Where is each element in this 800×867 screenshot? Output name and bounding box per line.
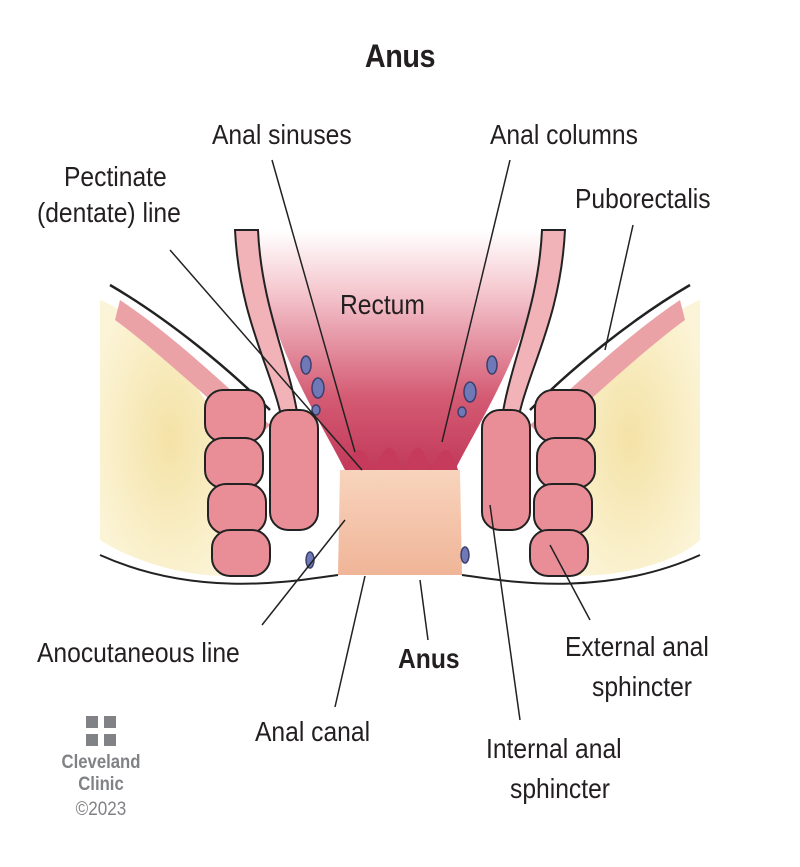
diagram-title: Anus — [364, 38, 436, 74]
label-anal-columns: Anal columns — [490, 119, 638, 150]
logo-name-line2: Clinic — [78, 774, 124, 795]
fat-tissue-left — [100, 300, 240, 576]
external-sphincter-left — [204, 389, 271, 577]
label-anal-canal: Anal canal — [255, 716, 371, 747]
label-internal-sphincter-1: Internal anal — [486, 733, 622, 764]
logo-name-line1: Cleveland — [61, 752, 141, 773]
label-puborectalis: Puborectalis — [575, 183, 711, 214]
internal-sphincter-right — [481, 409, 531, 531]
label-rectum: Rectum — [340, 289, 425, 320]
cleveland-clinic-logo: Cleveland Clinic ©2023 — [46, 716, 156, 822]
label-pectinate-line-2: (dentate) line — [37, 197, 181, 228]
internal-sphincter-left — [269, 409, 319, 531]
label-internal-sphincter-2: sphincter — [510, 773, 610, 804]
label-anal-sinuses: Anal sinuses — [212, 119, 352, 150]
copyright: ©2023 — [75, 799, 127, 820]
label-pectinate-line-1: Pectinate — [64, 161, 167, 192]
veins — [300, 355, 498, 569]
label-anocutaneous-line: Anocutaneous line — [37, 637, 240, 668]
fat-tissue-right — [560, 300, 700, 576]
label-external-sphincter-2: sphincter — [592, 671, 692, 702]
cleveland-clinic-cross-icon — [86, 716, 116, 746]
label-external-sphincter-1: External anal — [565, 631, 709, 662]
external-sphincter-right — [529, 389, 596, 577]
leader-lines — [169, 159, 634, 721]
label-anus: Anus — [398, 643, 460, 674]
